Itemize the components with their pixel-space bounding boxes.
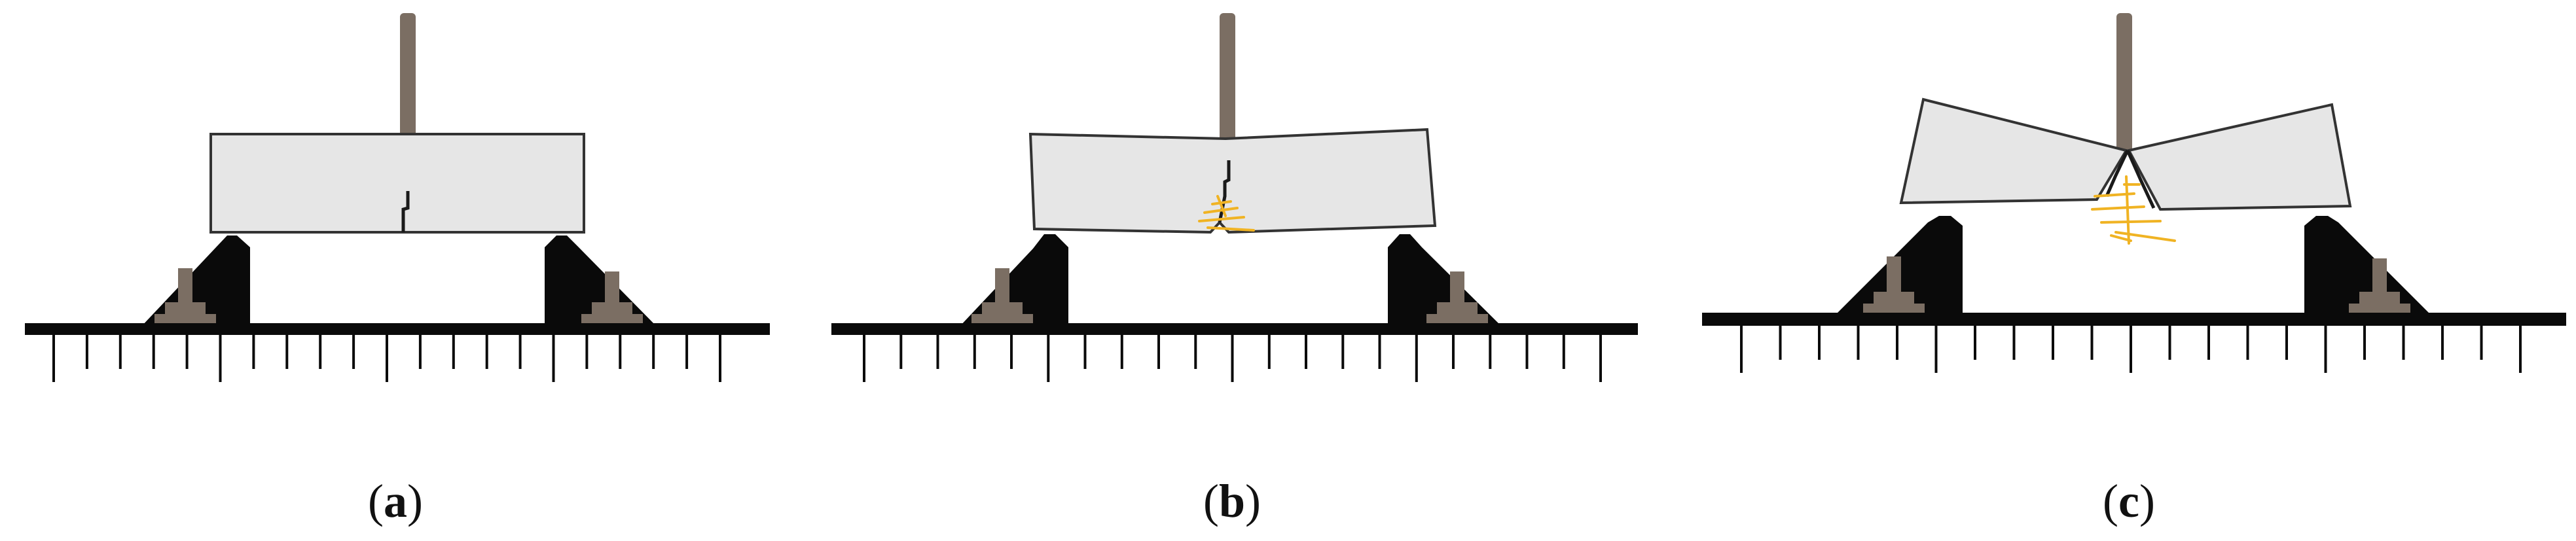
anchor-bolt-icon (971, 268, 1033, 324)
loading-pin-icon (1220, 13, 1235, 143)
ruler-ticks (1740, 326, 2522, 373)
roller-support-icon (2304, 216, 2430, 314)
anchor-bolt-icon (1863, 256, 1925, 314)
base-rail (25, 323, 770, 335)
crack-glow (2091, 175, 2176, 245)
crack-icon (1218, 160, 1231, 223)
ruler-ticks (863, 335, 1602, 382)
panel-caption: (b) (1203, 475, 1261, 527)
panel-b: (b) (831, 13, 1638, 527)
specimen-beam (209, 133, 585, 234)
anchor-bolt-icon (2349, 258, 2410, 314)
specimen-fragment-right (2127, 103, 2352, 211)
anchor-bolt-icon (1426, 271, 1488, 324)
panel-caption: (a) (368, 475, 423, 527)
loading-pin-icon (2116, 13, 2132, 152)
crack-icon (2126, 149, 2156, 209)
crack-icon (401, 191, 410, 232)
crack-glow (1198, 195, 1255, 232)
ruler-ticks (52, 335, 721, 382)
crack-icon (2105, 149, 2130, 198)
loading-pin-icon (400, 13, 416, 139)
base-rail (1702, 313, 2566, 326)
anchor-bolt-icon (581, 271, 643, 324)
panel-a: (a) (25, 13, 770, 527)
panel-caption: (c) (2103, 475, 2155, 527)
base-rail (831, 323, 1638, 335)
specimen-fragment-left (1899, 97, 2129, 205)
anchor-bolt-icon (154, 268, 216, 324)
specimen-beam (1028, 128, 1437, 234)
panel-c: (c) (1702, 13, 2566, 527)
